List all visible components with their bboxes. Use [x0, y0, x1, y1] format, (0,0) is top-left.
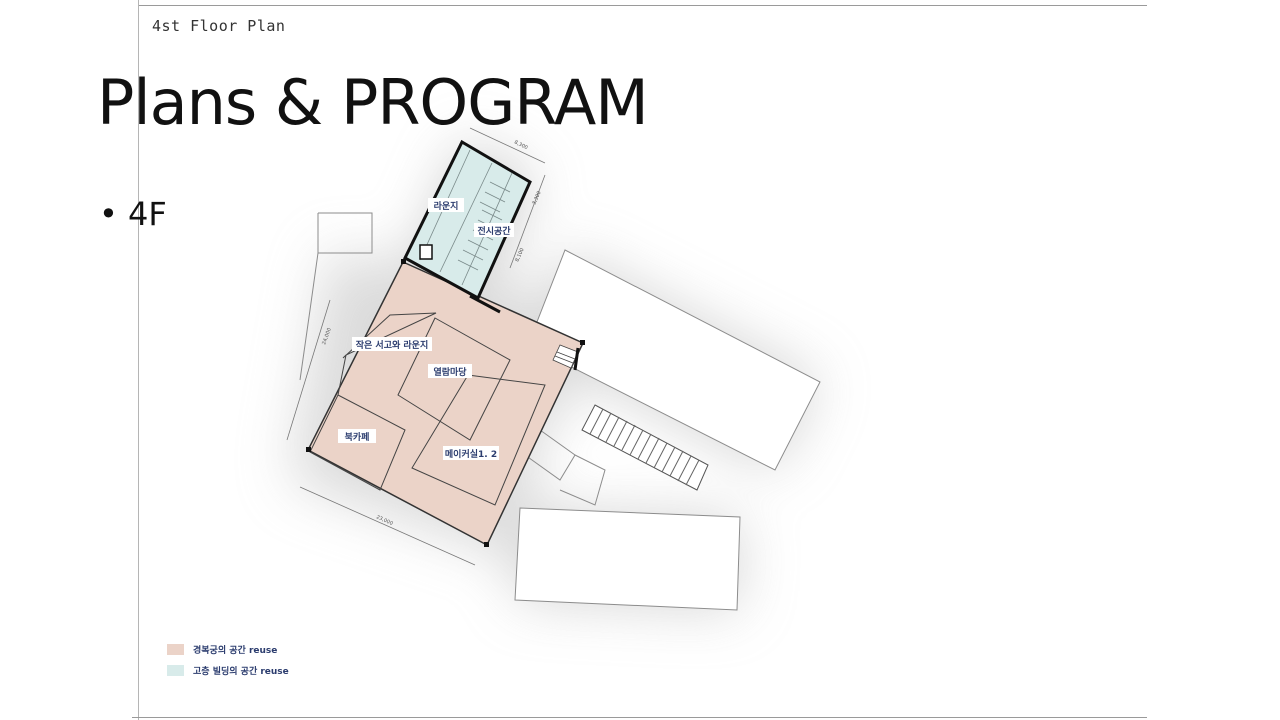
- legend-item: 경복궁의 공간 reuse: [167, 641, 289, 657]
- label-small-library-lounge: 작은 서고와 라운지: [356, 339, 429, 351]
- dim-right-2: 8,100: [514, 247, 525, 263]
- room-labels: 라운지 전시공간 작은 서고와 라운지 열람마당 북카페 메이커실1. 2: [338, 198, 514, 460]
- label-reading-yard: 열람마당: [433, 366, 467, 378]
- legend-swatch: [167, 664, 184, 676]
- legend: 경복궁의 공간 reuse 고층 빌딩의 공간 reuse: [167, 641, 289, 683]
- top-border: [138, 5, 1147, 6]
- label-maker-room: 메이커실1. 2: [445, 448, 497, 460]
- legend-label: 경복궁의 공간 reuse: [193, 645, 278, 656]
- left-border: [138, 0, 139, 720]
- dimension-lines: [286, 127, 546, 566]
- legend-swatch: [167, 643, 184, 655]
- label-lounge-top: 라운지: [434, 200, 459, 212]
- dim-right-1: 3,300: [531, 190, 542, 206]
- room-reading-yard-outline: [397, 317, 511, 441]
- exterior-stair: [581, 404, 709, 491]
- room-book-cafe-outline: [309, 394, 406, 491]
- neighbor-building-east: [527, 249, 821, 471]
- floor-label: 4st Floor Plan: [152, 17, 286, 35]
- dim-left: 24,000: [321, 327, 333, 345]
- context-outlines: [299, 212, 821, 611]
- legend-item: 고층 빌딩의 공간 reuse: [167, 662, 289, 678]
- bullet-item: • 4F: [99, 195, 167, 233]
- outline-west: [317, 212, 373, 254]
- label-exhibition: 전시공간: [477, 225, 511, 237]
- highrise-core: [403, 139, 532, 314]
- dim-top: 8,300: [513, 139, 528, 151]
- bottom-border: [132, 717, 1147, 718]
- room-maker-outline: [411, 374, 546, 506]
- neighbor-building-south: [514, 507, 741, 611]
- legend-label: 고층 빌딩의 공간 reuse: [193, 666, 289, 677]
- page-title: Plans & PROGRAM: [97, 66, 649, 139]
- label-book-cafe: 북카페: [345, 431, 370, 443]
